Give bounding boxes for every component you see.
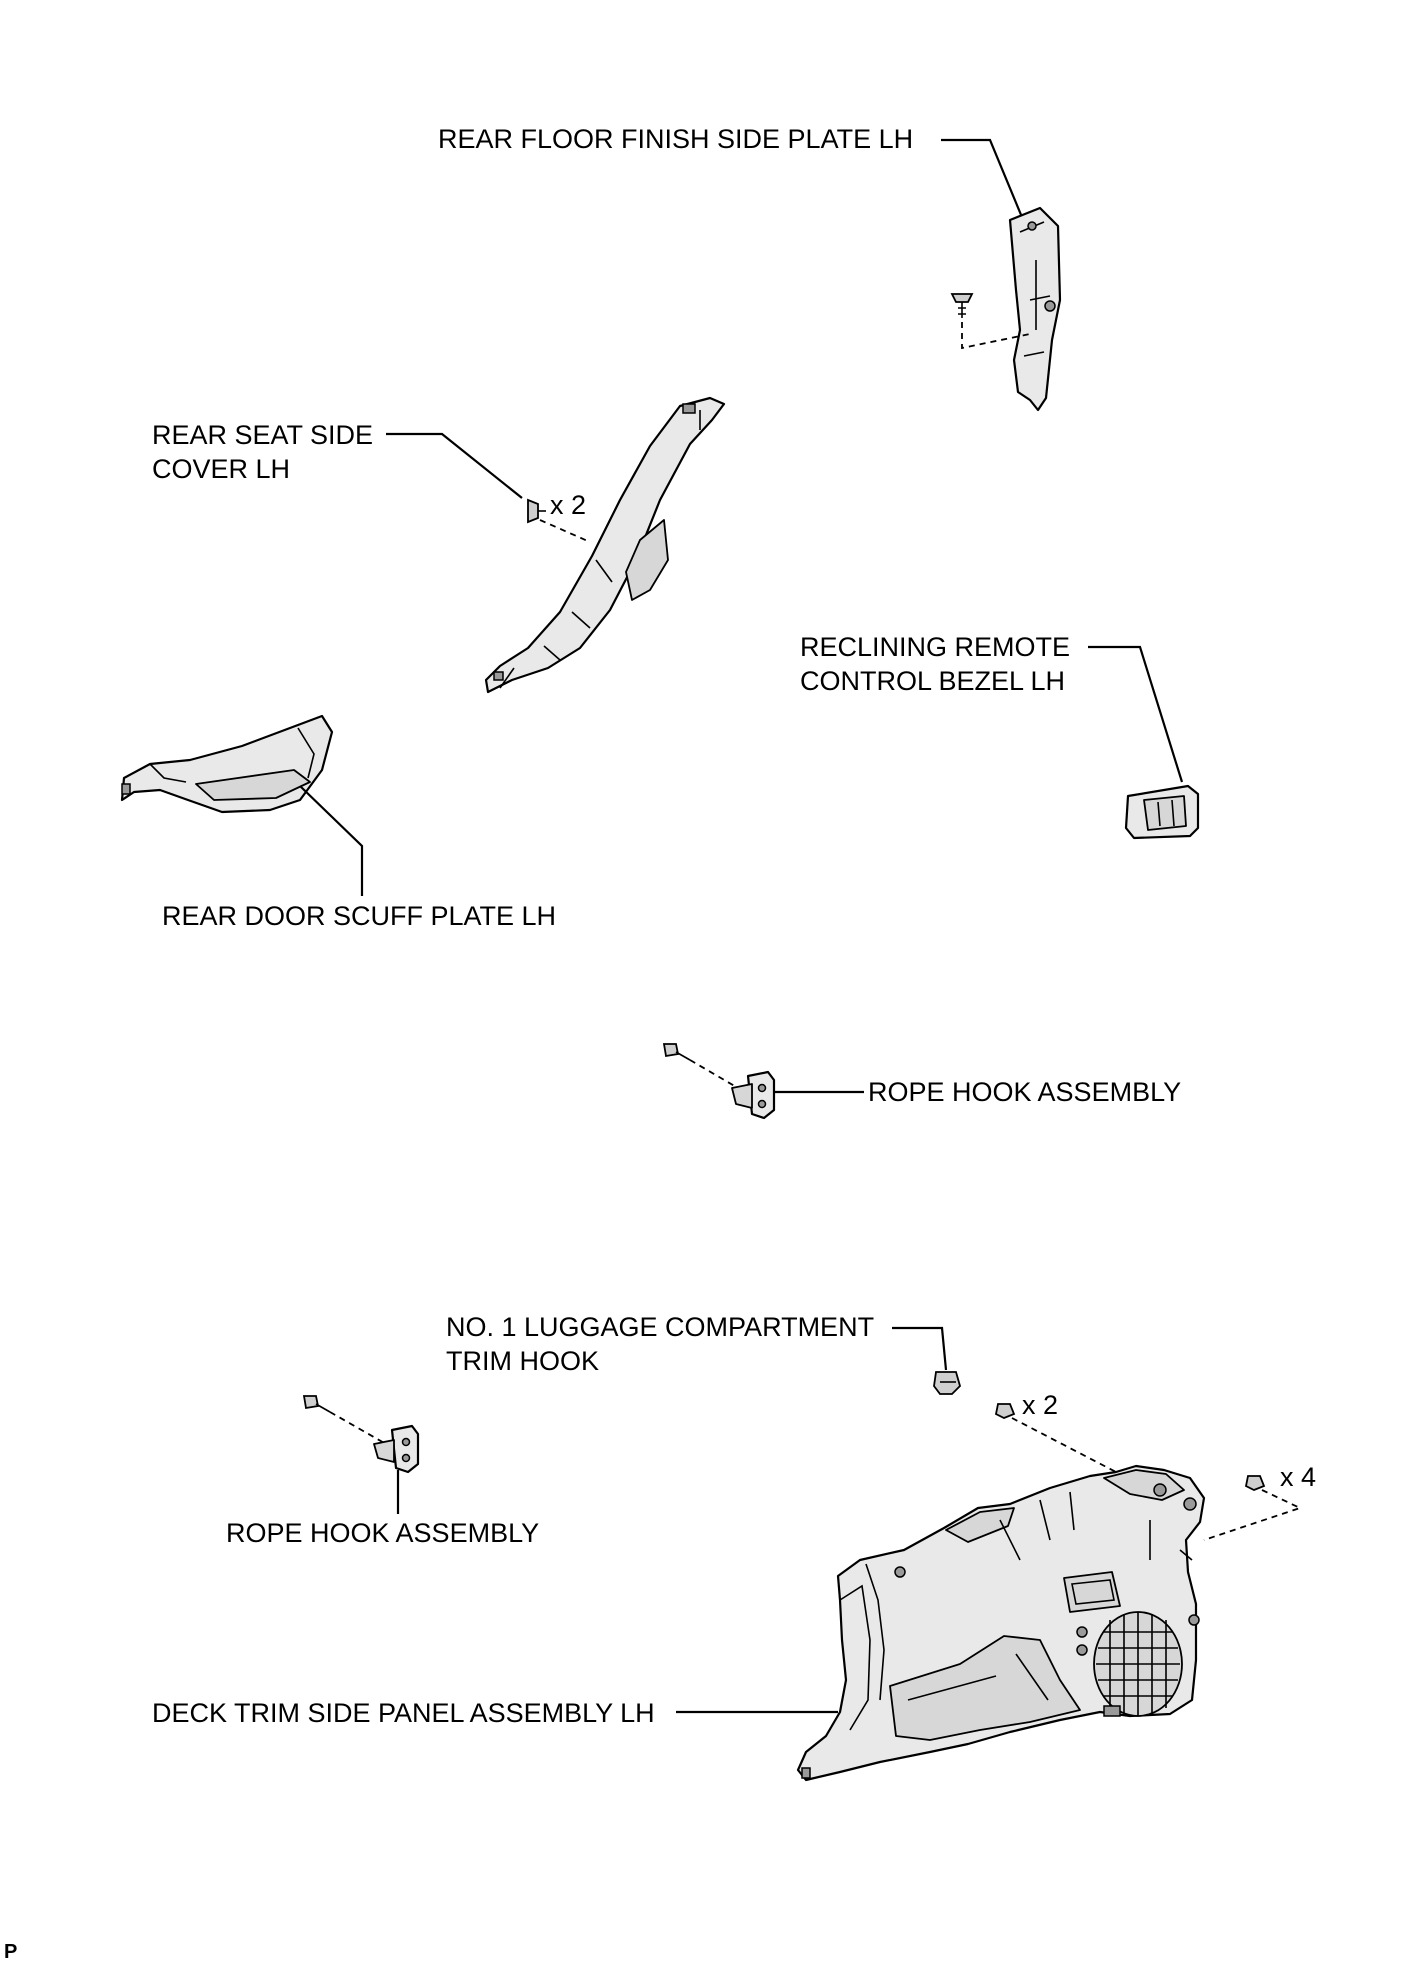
rear-floor-finish-side-plate-label: REAR FLOOR FINISH SIDE PLATE LH [438, 124, 913, 154]
rear-seat-side-cover-label-line1: REAR SEAT SIDE [152, 420, 373, 450]
luggage-compartment-trim-hook [933, 1371, 962, 1395]
panel-clip-right-quantity: x 4 [1280, 1462, 1316, 1492]
panel-clip-right-dash [1203, 1489, 1303, 1541]
panel-clip-upper-icon [994, 1403, 1016, 1419]
reclining-bezel-group: RECLINING REMOTE CONTROL BEZEL LH [800, 632, 1200, 840]
seat-cover-clip-dash [539, 519, 591, 543]
rear-door-scuff-plate-leader [299, 785, 364, 896]
rear-floor-finish-side-plate [1008, 206, 1062, 412]
rear-floor-finish-side-plate-leader [941, 138, 1026, 223]
rope-hook-lower-dash [329, 1411, 387, 1445]
rope-hook-upper-label: ROPE HOOK ASSEMBLY [868, 1077, 1181, 1107]
reclining-bezel-label-line2: CONTROL BEZEL LH [800, 666, 1065, 696]
rope-hook-upper-dash [689, 1059, 739, 1089]
rear-seat-side-cover-leader [386, 432, 523, 499]
panel-clip-right-icon [1244, 1475, 1266, 1491]
rear-door-scuff-plate-label: REAR DOOR SCUFF PLATE LH [162, 901, 556, 931]
rope-hook-upper-group: ROPE HOOK ASSEMBLY [662, 1043, 1181, 1120]
rope-hook-upper-clip-icon [662, 1043, 680, 1058]
floor-plate-clip-icon [950, 293, 974, 303]
rope-hook-assembly-upper [746, 1070, 776, 1120]
rear-seat-side-cover [484, 396, 726, 694]
luggage-trim-hook-label-line2: TRIM HOOK [446, 1346, 599, 1376]
deck-trim-side-panel-label: DECK TRIM SIDE PANEL ASSEMBLY LH [152, 1698, 655, 1728]
reclining-bezel-label-line1: RECLINING REMOTE [800, 632, 1070, 662]
luggage-trim-hook-group: NO. 1 LUGGAGE COMPARTMENT TRIM HOOK [446, 1312, 962, 1395]
panel-clip-upper-quantity: x 2 [1022, 1390, 1058, 1420]
rear-seat-side-cover-label-line2: COVER LH [152, 454, 290, 484]
figure-code: P [4, 1941, 17, 1963]
rear-seat-side-cover-group: REAR SEAT SIDE COVER LH x 2 [152, 396, 726, 694]
rope-hook-lower-group: ROPE HOOK ASSEMBLY [226, 1395, 539, 1548]
seat-cover-clip-icon [527, 498, 539, 524]
deck-trim-side-panel-group: x 2 x 4 DECK TRIM SIDE PANEL A [152, 1390, 1316, 1782]
luggage-trim-hook-leader [892, 1326, 948, 1371]
seat-cover-clip-quantity: x 2 [550, 490, 586, 520]
panel-clip-upper-dash [1011, 1417, 1117, 1473]
rear-floor-finish-side-plate-group: REAR FLOOR FINISH SIDE PLATE LH [438, 124, 1062, 412]
floor-plate-clip-dash [961, 322, 1031, 350]
rope-hook-lower-clip-icon [302, 1395, 320, 1410]
reclining-bezel-leader [1088, 645, 1184, 783]
rear-door-scuff-plate-group: REAR DOOR SCUFF PLATE LH [120, 714, 556, 931]
rope-hook-lower-label: ROPE HOOK ASSEMBLY [226, 1518, 539, 1548]
rope-hook-assembly-lower [390, 1424, 420, 1474]
luggage-trim-hook-label-line1: NO. 1 LUGGAGE COMPARTMENT [446, 1312, 874, 1342]
